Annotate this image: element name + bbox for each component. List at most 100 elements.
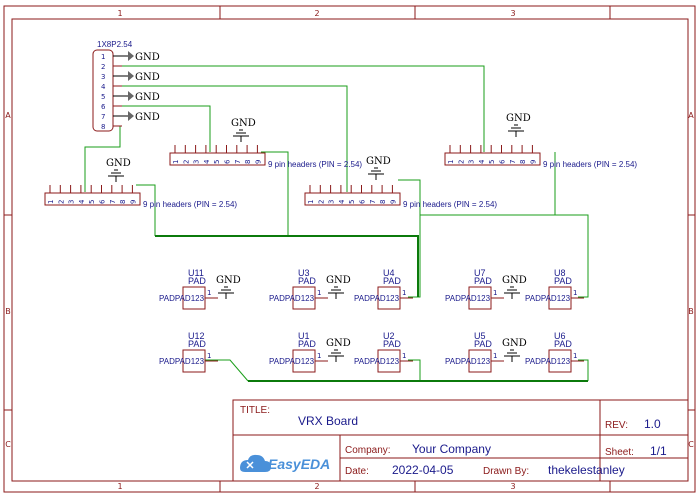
zone-col-3-top: 3: [510, 9, 515, 18]
zone-col-1-top: 1: [117, 9, 122, 18]
pad-ref: U3: [298, 268, 310, 278]
drawn-by-value: thekelestanley: [548, 463, 625, 477]
connector-pin-number: 3: [101, 73, 105, 81]
pad-type: PAD: [383, 339, 401, 349]
connector-pin-number: 4: [101, 83, 106, 91]
header-pin-number: 8: [244, 160, 252, 164]
sheet-label: Sheet:: [605, 447, 634, 458]
title-label: TITLE:: [240, 405, 270, 416]
date-label: Date:: [345, 466, 369, 477]
gnd-symbol: GND: [106, 158, 131, 182]
gnd-label: GND: [502, 338, 527, 349]
pad-ref: U2: [383, 331, 395, 341]
header-pin-number: 7: [509, 160, 517, 164]
gnd-symbol: GND: [326, 275, 351, 299]
header-pin-number: 9: [529, 160, 537, 164]
zone-col-3-bottom: 3: [510, 482, 515, 491]
connector-name: 1X8P2.54: [97, 40, 133, 49]
pads: U11PADPADPAD1231GNDU3PADPADPAD1231GNDU4P…: [159, 268, 584, 373]
zone-col-1-bottom: 1: [117, 482, 122, 491]
pad-net: PADPAD123: [159, 294, 205, 303]
gnd-symbol: GND: [231, 118, 256, 142]
header-pin-number: 2: [182, 160, 190, 164]
gnd-symbol: GND: [502, 275, 527, 299]
pad-net: PADPAD123: [354, 357, 400, 366]
company-value: Your Company: [412, 442, 491, 456]
gnd-label: GND: [135, 72, 160, 83]
header-pin-number: 1: [307, 200, 315, 204]
pad-type: PAD: [298, 339, 316, 349]
zone-row-a-left: A: [5, 111, 11, 120]
gnd-label: GND: [326, 275, 351, 286]
gnd-symbol: GND: [113, 91, 160, 103]
header-label: 9 pin headers (PIN = 2.54): [143, 200, 237, 209]
header-label: 9 pin headers (PIN = 2.54): [403, 200, 497, 209]
pad-ref: U4: [383, 268, 395, 278]
header-pin-number: 6: [224, 159, 232, 164]
pad-pin-number: 1: [317, 289, 321, 297]
gnd-label: GND: [326, 338, 351, 349]
gnd-symbol: GND: [216, 275, 241, 299]
drawn-by-label: Drawn By:: [483, 466, 529, 477]
pad-type: PAD: [474, 276, 492, 286]
pad-ref: U11: [188, 268, 204, 278]
connector-pin-number: 5: [101, 93, 105, 101]
gnd-symbol: GND: [506, 113, 531, 137]
pad-net: PADPAD123: [445, 357, 491, 366]
zone-row-a-right: A: [688, 111, 694, 120]
pad-pin-number: 1: [207, 352, 211, 360]
pad-pin-number: 1: [402, 289, 406, 297]
pad-ref: U6: [554, 331, 566, 341]
gnd-label: GND: [135, 92, 160, 103]
easyeda-logo-icon: EasyEDA: [240, 454, 330, 472]
connector-pin-number: 6: [101, 103, 106, 111]
header-pin-number: 3: [328, 200, 336, 204]
header-pin-number: 2: [317, 200, 325, 204]
gnd-symbol: GND: [366, 156, 391, 180]
gnd-label: GND: [366, 156, 391, 167]
pad-pin-number: 1: [402, 352, 406, 360]
header-pin-number: 8: [119, 200, 127, 204]
pad-ref: U8: [554, 268, 566, 278]
header-pin-number: 2: [457, 160, 465, 164]
header-pin-number: 6: [359, 199, 367, 204]
header-pin-number: 9: [129, 200, 137, 204]
pad-pin-number: 1: [573, 289, 577, 297]
date-value: 2022-04-05: [392, 463, 454, 477]
header-pin-number: 4: [338, 199, 346, 204]
pad-type: PAD: [188, 339, 206, 349]
header-pin-number: 4: [478, 159, 486, 164]
pad-net: PADPAD123: [525, 294, 571, 303]
pad-type: PAD: [383, 276, 401, 286]
gnd-label: GND: [135, 112, 160, 123]
header-pin-number: 6: [99, 199, 107, 204]
header-pin-number: 5: [348, 200, 356, 204]
rev-value: 1.0: [644, 417, 661, 431]
title-block: TITLE: VRX Board REV: 1.0 Company: Your …: [232, 399, 689, 482]
pad-net: PADPAD123: [445, 294, 491, 303]
pad-pin-number: 1: [493, 352, 497, 360]
pad-type: PAD: [298, 276, 316, 286]
pad-net: PADPAD123: [269, 357, 315, 366]
gnd-symbol: GND: [113, 71, 160, 83]
connector-pin-number: 8: [101, 123, 105, 131]
company-label: Company:: [345, 445, 391, 456]
gnd-symbol: GND: [502, 338, 527, 362]
pad-pin-number: 1: [207, 289, 211, 297]
connector-pin-number: 1: [101, 53, 105, 61]
pad-type: PAD: [188, 276, 206, 286]
pad-type: PAD: [474, 339, 492, 349]
header-pin-number: 3: [68, 200, 76, 204]
header-pin-number: 5: [488, 160, 496, 164]
connector-body: [92, 49, 114, 132]
header-pin-number: 7: [369, 200, 377, 204]
